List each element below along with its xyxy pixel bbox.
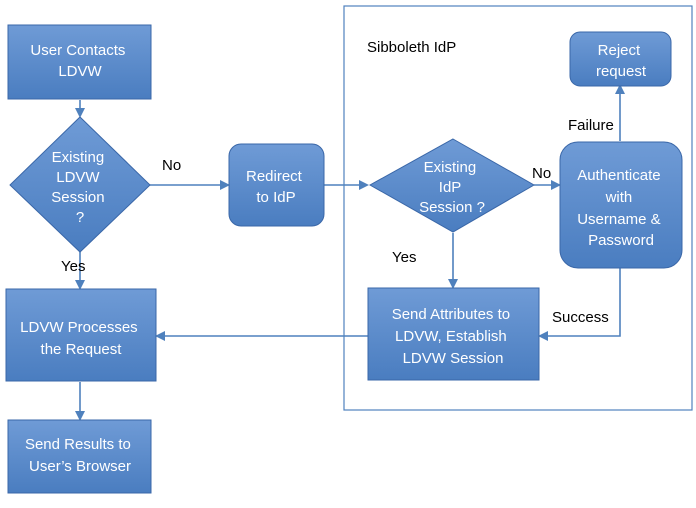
node-processes-line-1: LDVW Processes: [20, 319, 138, 336]
node-existing-ldvw-line-1: Existing: [52, 149, 105, 166]
node-authenticate-line-3: Username &: [577, 211, 660, 228]
node-reject-line-2: request: [596, 63, 647, 80]
node-existing-idp-line-3: Session ?: [419, 199, 485, 216]
edge-label-no-1: No: [162, 157, 181, 174]
node-existing-ldvw-session: Existing LDVW Session ?: [9, 116, 151, 253]
node-user-contacts-line-2: LDVW: [58, 63, 102, 80]
svg-text:Authenticate with: Authenticate with Username & Password: [577, 167, 665, 249]
node-user-contacts-line-1: User Contacts: [30, 42, 125, 59]
edge-label-yes-1: Yes: [61, 258, 85, 275]
node-existing-idp-session: Existing IdP Session ?: [368, 138, 536, 233]
node-redirect-line-1: Redirect: [246, 168, 303, 185]
node-ldvw-processes: LDVW Processes the Request: [5, 288, 157, 382]
edges: [75, 84, 625, 421]
svg-text:Existing LDVW Sess: Existing LDVW Session ?: [51, 149, 109, 226]
node-send-attrs-line-2: LDVW, Establish: [395, 328, 507, 345]
edge-label-success: Success: [552, 309, 609, 326]
edge-label-yes-2: Yes: [392, 249, 416, 266]
svg-text:Redirect to IdP: Redirect to IdP: [246, 168, 306, 206]
node-send-attrs-line-3: LDVW Session: [403, 350, 504, 367]
node-redirect: Redirect to IdP: [228, 143, 325, 227]
node-reject-request: Reject request: [569, 31, 672, 87]
node-existing-idp-line-1: Existing: [424, 159, 477, 176]
node-send-results-line-2: User’s Browser: [29, 458, 131, 475]
edge-label-no-2: No: [532, 165, 551, 182]
svg-text:Reject request: Reject request: [596, 42, 647, 80]
svg-text:Send Attributes to LDVW,: Send Attributes to LDVW, Establish LDVW …: [392, 306, 515, 367]
node-existing-idp-line-2: IdP: [439, 179, 462, 196]
svg-text:User Contacts LDVW: User Contacts LDVW: [30, 42, 129, 80]
node-user-contacts: User Contacts LDVW: [7, 24, 152, 100]
node-send-attrs-line-1: Send Attributes to: [392, 306, 510, 323]
svg-text:Send Results to User’s B: Send Results to User’s Browser: [25, 436, 135, 475]
node-send-attributes: Send Attributes to LDVW, Establish LDVW …: [367, 287, 540, 381]
edge-authenticate-to-sendattrs: [538, 268, 621, 341]
edge-label-failure: Failure: [568, 117, 614, 134]
node-authenticate-line-2: with: [605, 189, 633, 206]
node-send-results: Send Results to User’s Browser: [7, 419, 152, 494]
node-reject-line-1: Reject: [598, 42, 641, 59]
idp-region: [343, 5, 693, 411]
node-redirect-line-2: to IdP: [256, 189, 295, 206]
node-send-results-line-1: Send Results to: [25, 436, 131, 453]
idp-region-label: Sibboleth IdP: [367, 39, 456, 56]
node-processes-line-2: the Request: [41, 341, 123, 358]
node-existing-ldvw-line-3: Session: [51, 189, 104, 206]
node-existing-ldvw-line-4: ?: [76, 209, 84, 226]
node-authenticate: Authenticate with Username & Password: [559, 141, 683, 269]
node-existing-ldvw-line-2: LDVW: [56, 169, 100, 186]
svg-text:Existing IdP Sessi: Existing IdP Session ?: [419, 159, 485, 216]
svg-text:LDVW Processes the Reque: LDVW Processes the Request: [20, 319, 142, 358]
node-authenticate-line-4: Password: [588, 232, 654, 249]
node-authenticate-line-1: Authenticate: [577, 167, 660, 184]
